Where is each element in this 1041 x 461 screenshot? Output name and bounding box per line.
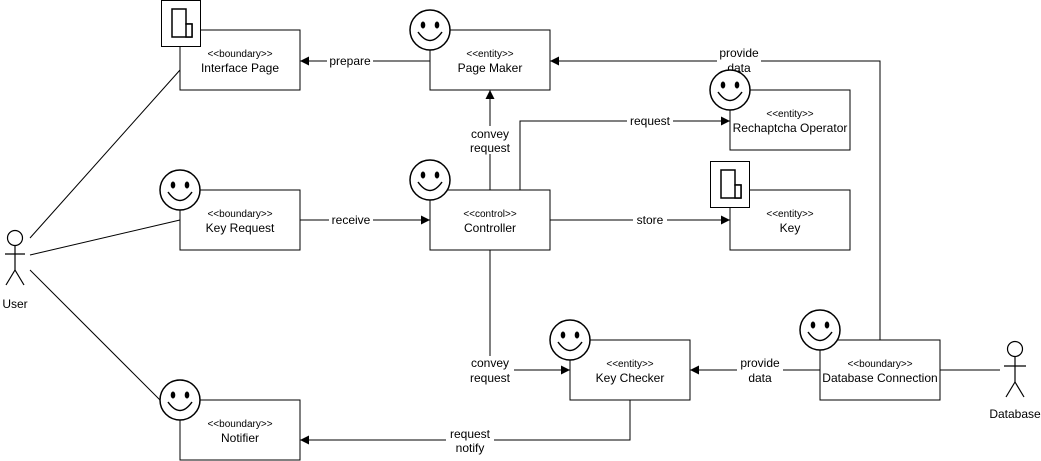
prepare-label: prepare xyxy=(327,53,373,68)
user-label: User xyxy=(2,297,27,311)
svg-text:data: data xyxy=(748,371,772,385)
svg-text:Rechaptcha Operator: Rechaptcha Operator xyxy=(733,121,848,135)
smiley-icon xyxy=(709,69,751,111)
database-label: Database xyxy=(989,407,1041,421)
svg-text:Interface Page: Interface Page xyxy=(201,61,279,75)
svg-text:store: store xyxy=(637,213,664,227)
database-actor: Database xyxy=(989,340,1041,421)
svg-text:<<control>>: <<control>> xyxy=(463,209,517,220)
page-icon xyxy=(710,161,750,208)
request-arrow xyxy=(519,116,730,190)
svg-text:<<boundary>>: <<boundary>> xyxy=(847,359,912,370)
svg-text:convey: convey xyxy=(471,127,509,141)
svg-text:provide: provide xyxy=(740,356,780,370)
request-notify-arrow xyxy=(300,400,631,445)
svg-text:notify: notify xyxy=(456,441,485,455)
smiley-icon xyxy=(549,319,591,361)
smiley-icon xyxy=(799,309,841,351)
page-icon xyxy=(161,0,201,47)
svg-text:Database Connection: Database Connection xyxy=(822,371,937,385)
convey-request-top-label: convey request xyxy=(466,126,514,155)
user-notifier-association xyxy=(29,269,181,421)
svg-text:request: request xyxy=(470,371,511,385)
recaptcha-operator-box: <<entity>> Rechaptcha Operator xyxy=(729,89,851,151)
svg-text:<<entity>>: <<entity>> xyxy=(606,359,653,370)
page-maker-box: <<entity>> Page Maker xyxy=(429,29,551,91)
svg-text:prepare: prepare xyxy=(329,54,371,68)
smiley-icon xyxy=(159,379,201,421)
provide-data-top-label: provide data xyxy=(717,46,761,75)
receive-label: receive xyxy=(329,213,373,228)
store-label: store xyxy=(633,213,667,228)
svg-text:provide: provide xyxy=(719,46,759,60)
svg-text:receive: receive xyxy=(332,213,371,227)
smiley-icon xyxy=(159,169,201,211)
svg-text:Key Checker: Key Checker xyxy=(596,371,665,385)
svg-text:convey: convey xyxy=(471,356,509,370)
key-checker-box: <<entity>> Key Checker xyxy=(569,339,691,401)
svg-text:Controller: Controller xyxy=(464,221,516,235)
svg-text:<<entity>>: <<entity>> xyxy=(766,209,813,220)
stick-figure-icon xyxy=(1004,340,1026,398)
request-label: request xyxy=(627,114,673,129)
svg-text:Page Maker: Page Maker xyxy=(458,61,523,75)
stick-figure-icon xyxy=(5,229,25,286)
svg-text:<<boundary>>: <<boundary>> xyxy=(207,209,272,220)
svg-text:request: request xyxy=(470,141,511,155)
provide-data-top-arrow xyxy=(550,56,881,340)
svg-text:request: request xyxy=(450,427,491,441)
svg-text:<<boundary>>: <<boundary>> xyxy=(207,419,272,430)
notifier-box: <<boundary>> Notifier xyxy=(179,399,301,461)
user-actor: User xyxy=(2,229,28,311)
user-interface-page-association xyxy=(29,69,181,239)
svg-text:Notifier: Notifier xyxy=(221,431,259,445)
key-request-box: <<boundary>> Key Request xyxy=(179,189,301,251)
controller-box: <<control>> Controller xyxy=(429,189,551,251)
svg-text:request: request xyxy=(630,114,671,128)
request-notify-label: request notify xyxy=(446,427,494,456)
svg-text:<<entity>>: <<entity>> xyxy=(466,49,513,60)
convey-request-bottom-label: convey request xyxy=(466,356,514,385)
smiley-icon xyxy=(409,9,451,51)
svg-text:Key: Key xyxy=(780,221,801,235)
database-connection-box: <<boundary>> Database Connection xyxy=(819,339,941,401)
svg-text:<<boundary>>: <<boundary>> xyxy=(207,49,272,60)
user-key-request-association xyxy=(29,219,181,256)
smiley-icon xyxy=(409,159,451,201)
svg-text:Key Request: Key Request xyxy=(206,221,275,235)
svg-text:<<entity>>: <<entity>> xyxy=(766,109,813,120)
provide-data-bottom-label: provide data xyxy=(737,356,783,385)
